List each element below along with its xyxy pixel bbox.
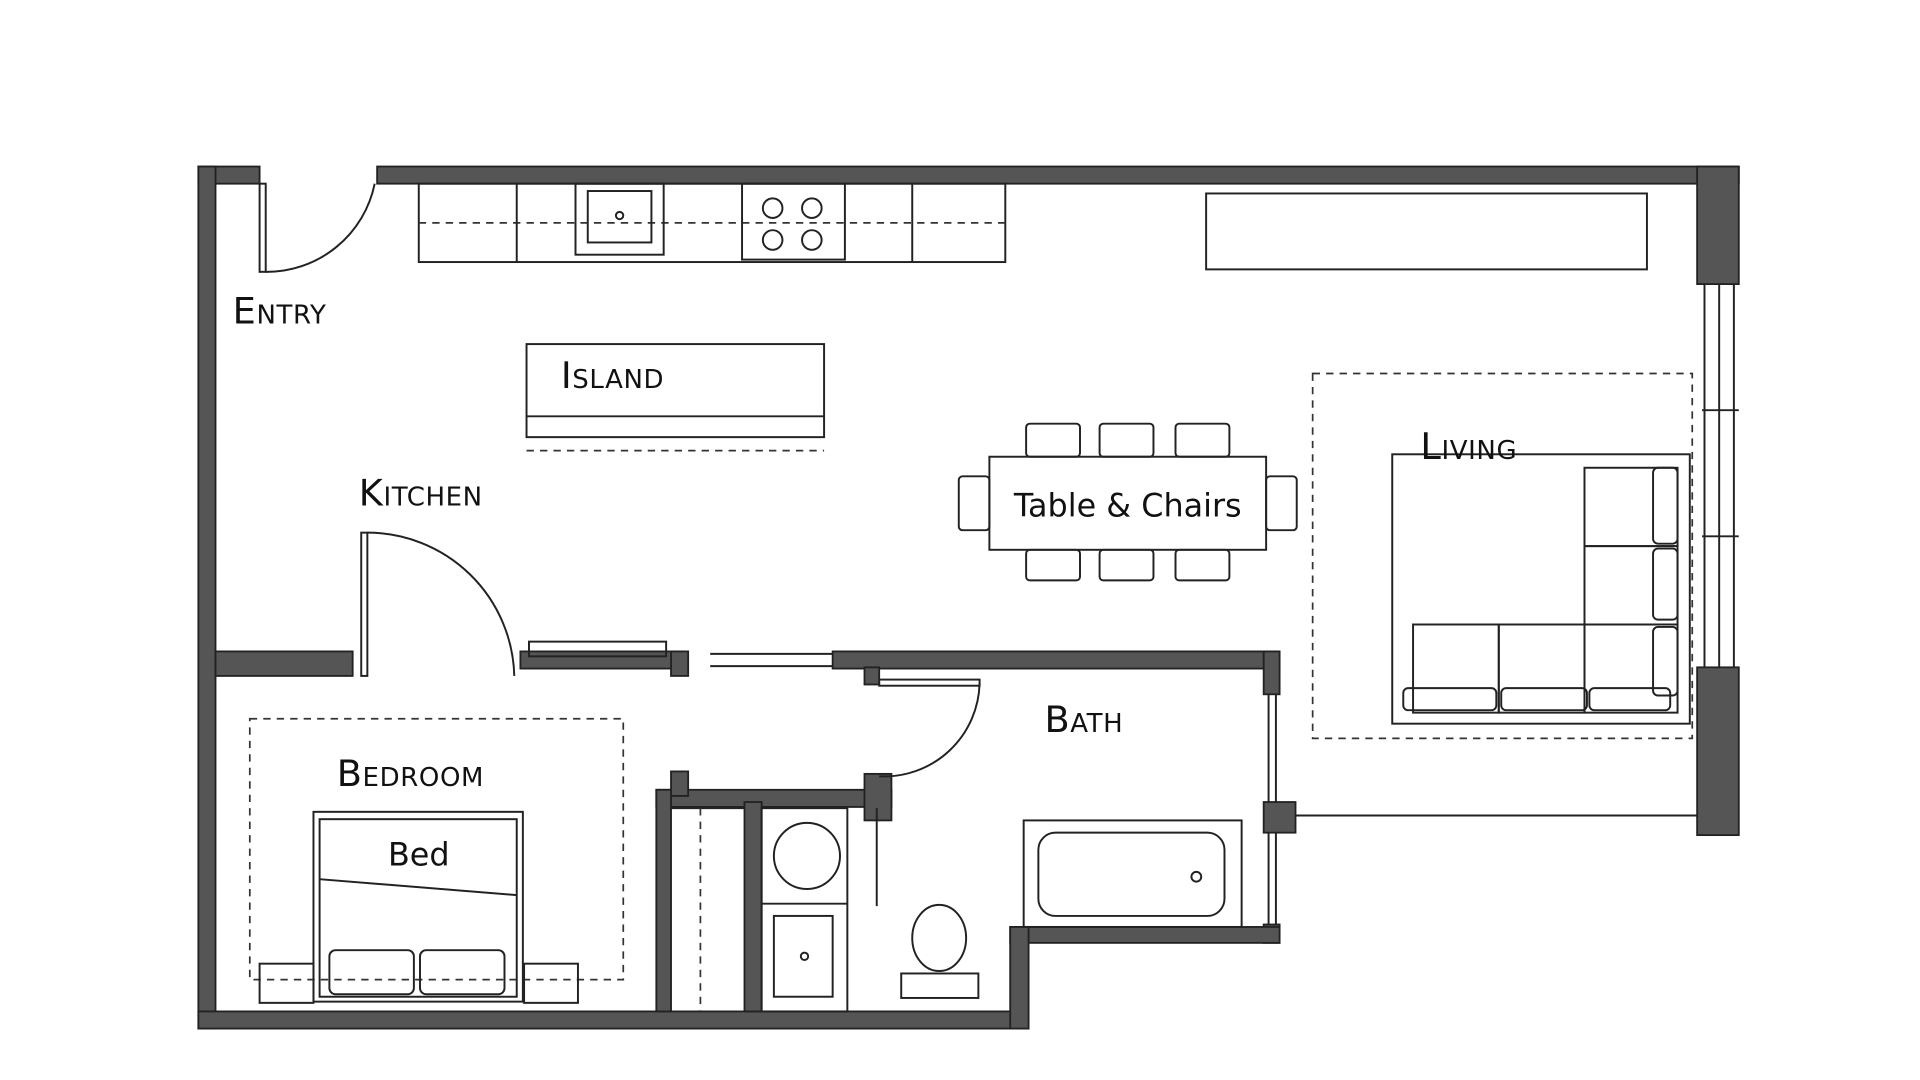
dining-table: [957, 422, 1298, 582]
chair: [957, 475, 991, 532]
label-bed: Bed: [388, 836, 450, 874]
fixtures: [671, 807, 1243, 1013]
doors: [258, 182, 981, 907]
label-bedroom: Bedroom: [337, 752, 484, 795]
walls: [197, 165, 1740, 1030]
chair: [1025, 422, 1081, 458]
chair: [1098, 548, 1155, 582]
label-living: Living: [1420, 425, 1517, 468]
label-entry: Entry: [233, 289, 327, 332]
bedroom-area: [248, 717, 625, 1004]
chair: [1025, 548, 1081, 582]
chair: [1265, 475, 1298, 532]
kitchen-counter: [417, 182, 1648, 271]
label-table-chairs: Table & Chairs: [1013, 487, 1242, 525]
chair: [1098, 422, 1155, 458]
island: [525, 343, 826, 452]
label-bath: Bath: [1044, 698, 1123, 741]
chair: [1174, 422, 1231, 458]
label-island: Island: [561, 354, 664, 397]
windows: [528, 284, 1739, 925]
label-kitchen: Kitchen: [359, 472, 483, 515]
chair: [1174, 548, 1231, 582]
